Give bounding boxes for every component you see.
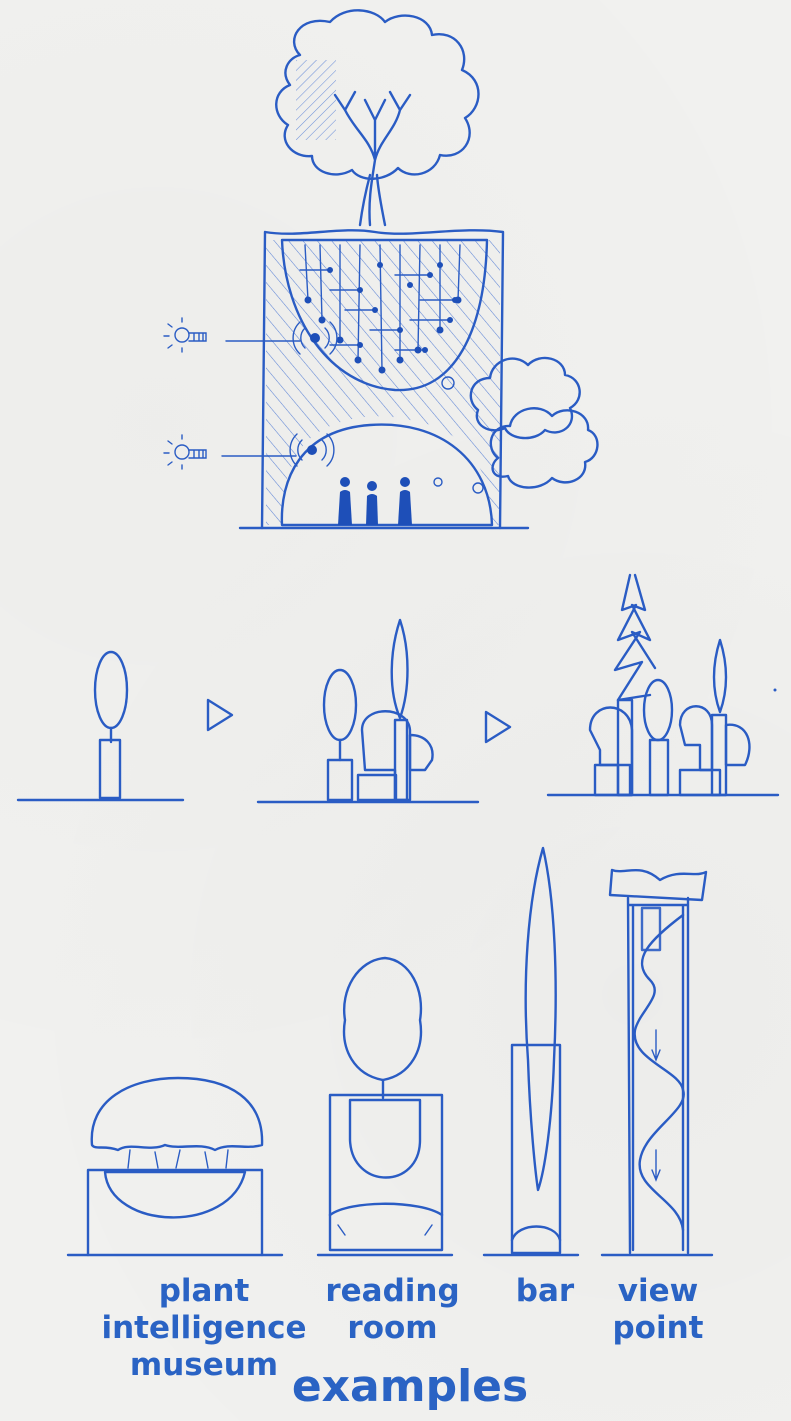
play-arrow-icon: [208, 700, 232, 730]
label-line: view: [598, 1273, 718, 1310]
label-line: plant: [84, 1273, 324, 1310]
museum-example: [68, 1078, 282, 1255]
label-line: room: [300, 1310, 485, 1347]
play-arrow-icon: [486, 712, 510, 742]
label-line: bar: [500, 1273, 590, 1310]
tower-section-drawing: [164, 10, 597, 528]
lightbulb-icon: [164, 435, 206, 469]
label-view-point: view point: [598, 1273, 718, 1347]
people-figures: [338, 477, 412, 525]
tree-trunk: [335, 92, 410, 225]
tower-hatch: [266, 240, 500, 525]
tree-canopy: [92, 1078, 262, 1150]
tower-stage: [362, 711, 410, 800]
lightbulb-icon: [164, 318, 206, 352]
tree-cypress: [392, 620, 408, 718]
view-point-example: [602, 870, 712, 1255]
examples-title: examples: [270, 1362, 550, 1412]
canopy-hatch: [296, 60, 336, 140]
tower-stage: [100, 740, 120, 798]
reading-room-example: [318, 958, 452, 1255]
label-line: intelligence: [84, 1310, 324, 1347]
tree-oval: [324, 670, 356, 740]
small-circle: [473, 483, 483, 493]
label-reading-room: reading room: [300, 1273, 485, 1347]
tree-canopy: [344, 958, 421, 1080]
tree-cypress: [526, 848, 556, 1190]
cloud: [491, 408, 598, 487]
small-circle: [434, 478, 442, 486]
label-line: reading: [300, 1273, 485, 1310]
label-line: point: [598, 1310, 718, 1347]
tree-oval: [95, 652, 127, 728]
bar-example: [484, 848, 578, 1255]
label-bar: bar: [500, 1273, 590, 1310]
examples-drawing: [68, 848, 712, 1255]
growth-sequence-drawing: [18, 575, 778, 802]
